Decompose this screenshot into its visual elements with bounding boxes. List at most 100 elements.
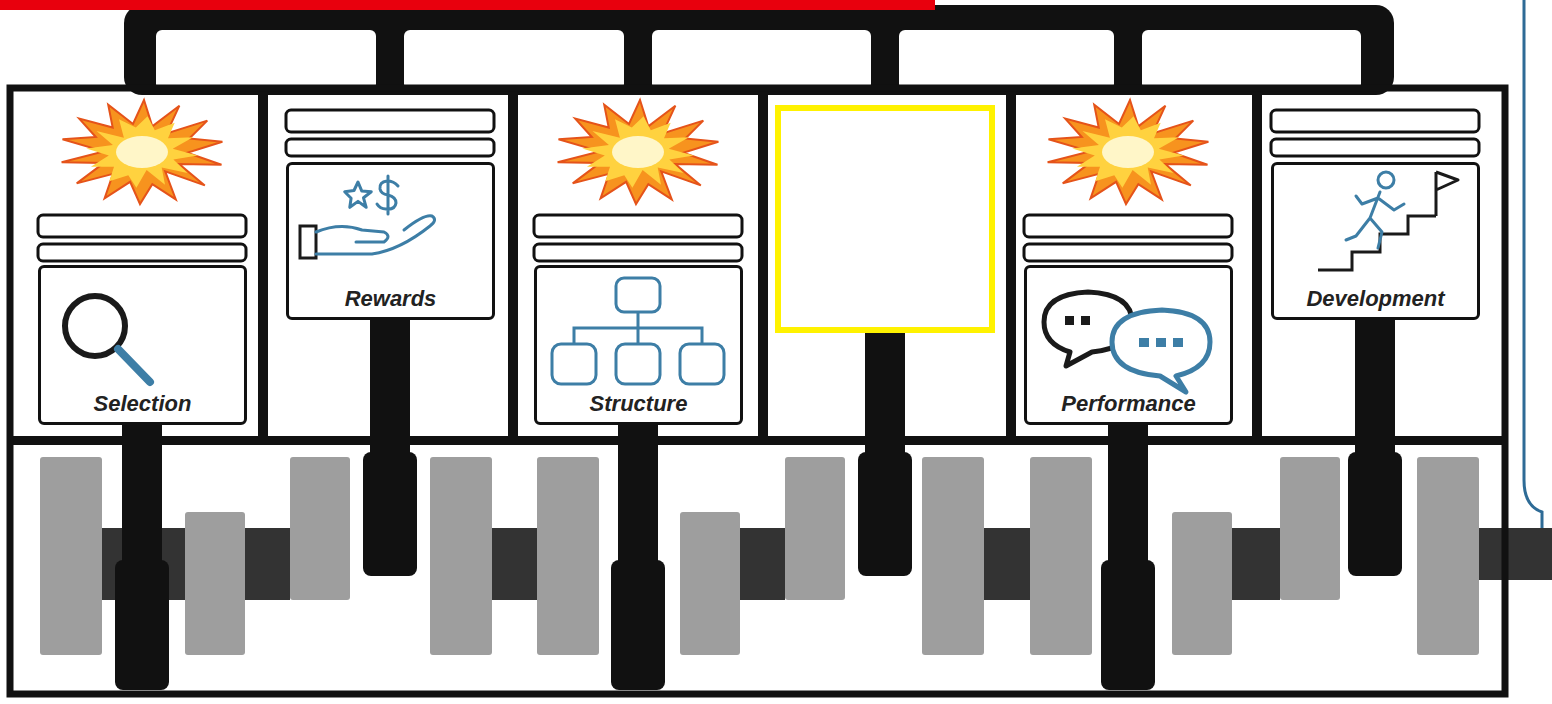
rod-big-end	[363, 452, 417, 576]
org-box	[680, 344, 724, 384]
bubble-dot	[1139, 338, 1149, 347]
belt-line	[1524, 0, 1542, 528]
engine-block-fill	[10, 88, 1505, 694]
manifold-gap	[899, 30, 1114, 90]
rod-big-end	[611, 560, 665, 690]
manifold-gap	[652, 30, 871, 90]
highlighted-empty-piston	[778, 108, 992, 330]
burst-core	[612, 136, 664, 168]
combustion-burst	[558, 100, 719, 204]
piston-box: Performance	[1024, 265, 1233, 425]
org-box	[552, 344, 596, 384]
rod-big-end	[858, 452, 912, 576]
crank-journal	[1232, 528, 1280, 600]
climber-head	[1378, 172, 1394, 188]
crank-journal	[245, 528, 290, 600]
piston-box: Selection	[38, 265, 247, 425]
cylinder-wall	[1006, 88, 1016, 444]
piston-head-fill	[38, 265, 246, 425]
piston-ring	[38, 215, 246, 237]
dollar-sign	[377, 176, 398, 214]
crank-web	[430, 457, 492, 655]
crank-web	[1417, 457, 1479, 655]
bubble-dot	[1081, 316, 1090, 325]
crank-web	[1172, 512, 1232, 655]
piston-ring	[1271, 139, 1479, 156]
org-box	[616, 278, 660, 312]
manifold-gap	[156, 30, 376, 90]
piston-head-fill	[1271, 162, 1479, 320]
piston-ring	[534, 215, 742, 237]
bubble-dot	[1065, 316, 1074, 325]
piston-ring	[38, 244, 246, 261]
burst-middle	[1072, 116, 1183, 188]
crankcase-line	[10, 436, 1505, 445]
piston-box: Rewards	[286, 162, 495, 320]
red-bar	[0, 0, 935, 10]
org-box	[616, 344, 660, 384]
burst-core	[1102, 136, 1154, 168]
crank-journal	[984, 528, 1030, 600]
crank-web	[680, 512, 740, 655]
piston-ring	[1024, 215, 1232, 237]
manifold-gap	[404, 30, 624, 90]
crankshaft	[40, 457, 1552, 655]
piston-box: Development	[1271, 162, 1480, 320]
manifold	[124, 5, 1394, 95]
crank-journal	[740, 528, 785, 600]
crank-journal	[492, 528, 537, 600]
crank-web	[922, 457, 984, 655]
burst-core	[116, 136, 168, 168]
burst-middle	[582, 116, 693, 188]
combustion-burst	[62, 100, 223, 204]
cylinder-wall	[1252, 88, 1262, 444]
crank-web	[1030, 457, 1092, 655]
engine-block-outline	[10, 88, 1505, 694]
crank-web	[290, 457, 350, 600]
output-shaft	[1478, 528, 1552, 580]
piston-label: Structure	[537, 391, 740, 417]
rod-big-end	[1348, 452, 1402, 576]
burst-outer	[62, 100, 223, 204]
piston-ring	[1024, 244, 1232, 261]
piston-label: Performance	[1027, 391, 1230, 417]
piston-head-fill	[1024, 265, 1232, 425]
icons	[65, 172, 1458, 392]
piston-ring	[286, 110, 494, 132]
piston-head-fill	[534, 265, 742, 425]
piston-head-fill	[286, 162, 494, 320]
combustion-burst	[1048, 100, 1209, 204]
reward-star	[345, 182, 372, 207]
piston-label: Development	[1274, 286, 1477, 312]
burst-outer	[558, 100, 719, 204]
piston-ring	[534, 244, 742, 261]
piston-box: Structure	[534, 265, 743, 425]
crank-web	[1280, 457, 1340, 600]
burst-outer	[1048, 100, 1209, 204]
hand-palm	[316, 216, 435, 254]
climber-body	[1346, 192, 1404, 248]
manifold-gap	[1142, 30, 1361, 90]
speech-bubble	[1112, 310, 1210, 392]
piston-label: Rewards	[289, 286, 492, 312]
piston-ring	[1271, 110, 1479, 132]
org-connector	[574, 312, 702, 344]
magnifier-handle	[118, 349, 150, 382]
crank-web	[537, 457, 599, 655]
hand-cuff	[300, 226, 316, 258]
crank-web	[185, 512, 245, 655]
piston-label: Selection	[41, 391, 244, 417]
crank-web	[785, 457, 845, 600]
cylinder-wall	[258, 88, 268, 444]
cylinder-wall	[758, 88, 768, 444]
flag	[1436, 172, 1458, 216]
bubble-dot	[1156, 338, 1166, 347]
cylinder-wall	[508, 88, 518, 444]
rod-big-end	[115, 560, 169, 690]
bubble-dot	[1173, 338, 1183, 347]
piston-ring	[286, 139, 494, 156]
burst-middle	[86, 116, 197, 188]
crank-web	[40, 457, 102, 655]
